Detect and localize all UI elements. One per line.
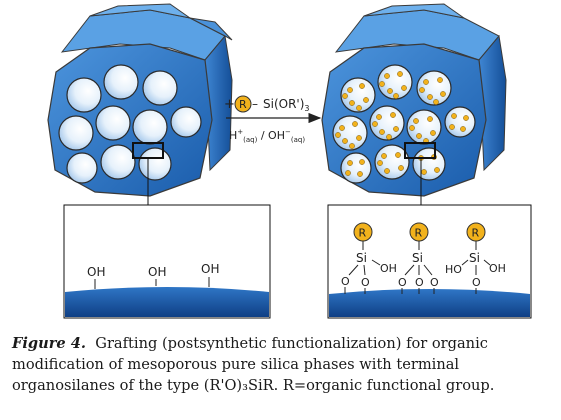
- silane-reagent: Si(OR')3: [263, 97, 310, 113]
- grafted-organic-dots: [335, 71, 469, 177]
- r-group-label: R: [415, 227, 423, 240]
- plus-sign: +: [224, 97, 235, 112]
- right-detail-panel: R Si OH O O R Si O O O R Si HO OH O: [327, 204, 532, 319]
- oxygen-atom: O: [398, 276, 407, 289]
- oh-group: OH: [201, 262, 219, 276]
- figure-label: Figure 4.: [12, 335, 87, 352]
- bond-dash: –: [252, 97, 258, 111]
- grafting-diagram: OH OH OH + R – Si(OR')3 H+(aq) / OH−(aq): [47, 3, 532, 319]
- figure-caption: Figure 4. Grafting (postsynthetic functi…: [12, 333, 552, 396]
- oxygen-atom: O: [415, 276, 424, 289]
- r-group-label: R: [239, 98, 247, 111]
- right-zoom-box: [404, 142, 436, 159]
- oxygen-atom: O: [472, 276, 481, 289]
- oh-group: OH: [380, 262, 397, 275]
- oxygen-atom: O: [341, 275, 350, 288]
- r-group-label: R: [472, 227, 480, 240]
- oh-group: OH: [87, 265, 105, 279]
- si-atom: Si: [412, 251, 423, 265]
- si-atom: Si: [356, 251, 367, 265]
- oxygen-atom: O: [361, 276, 370, 289]
- reaction-conditions: + R – Si(OR')3 H+(aq) / OH−(aq): [224, 95, 322, 144]
- caption-text: Grafting (postsynthetic functionalizatio…: [12, 335, 495, 394]
- si-atom: Si: [469, 251, 480, 265]
- catalyst-conditions: H+(aq) / OH−(aq): [229, 128, 305, 144]
- ho-group: HO: [445, 263, 462, 276]
- oh-group: OH: [148, 265, 166, 279]
- r-group-circle: [234, 95, 252, 113]
- r-group-label: R: [359, 227, 367, 240]
- oxygen-atom: O: [430, 276, 439, 289]
- left-detail-panel: OH OH OH: [63, 204, 271, 319]
- oh-group: OH: [489, 262, 506, 275]
